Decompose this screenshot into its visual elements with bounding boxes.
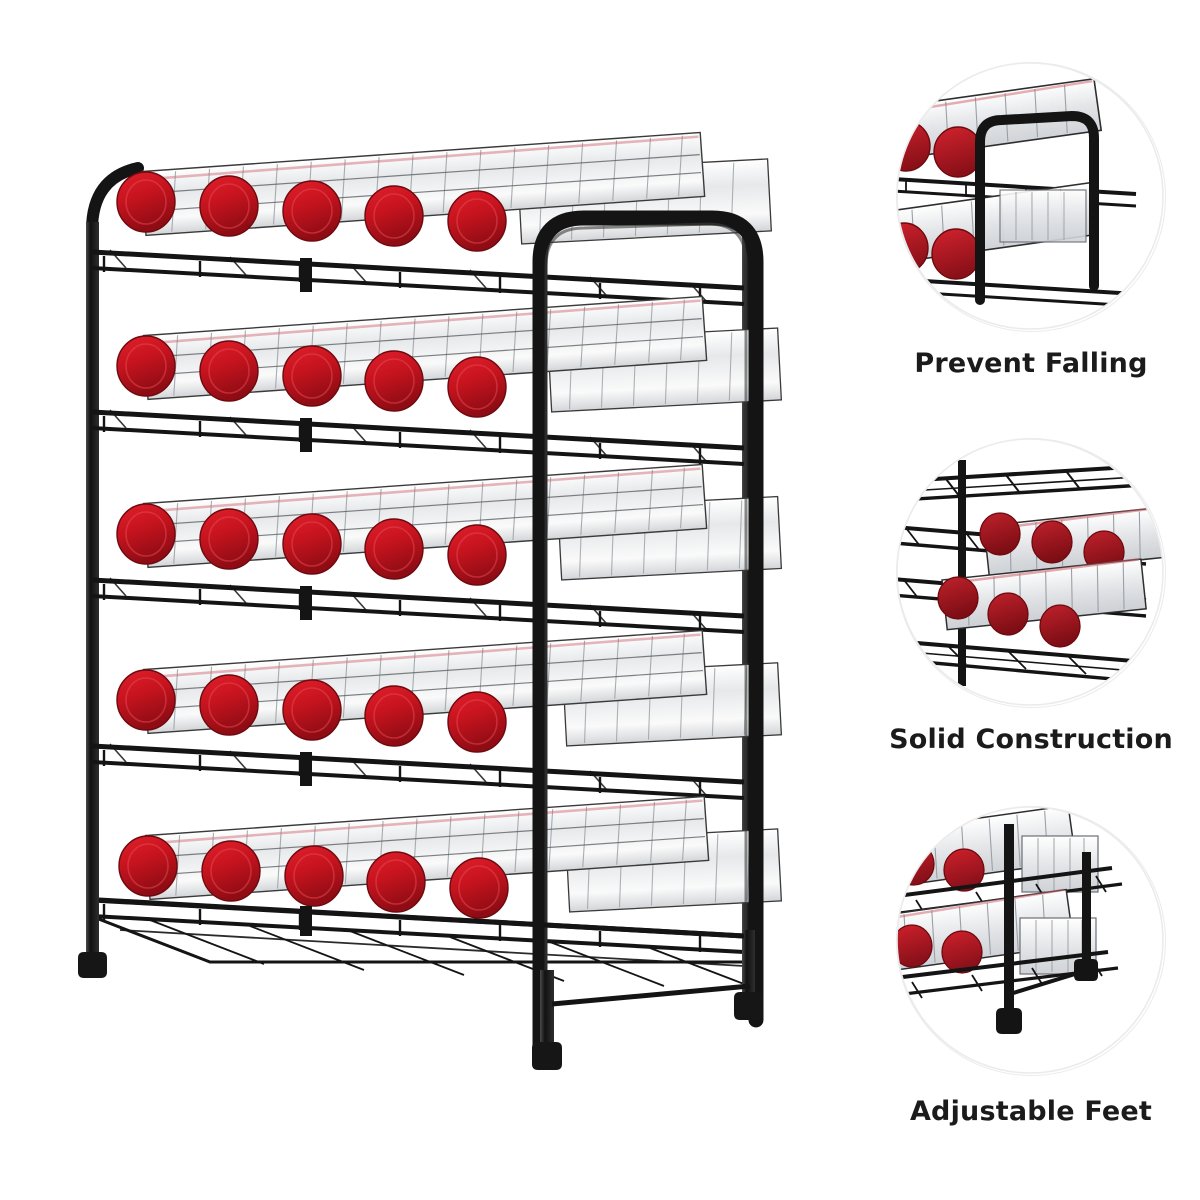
feature-callout-list: Prevent Falling: [862, 0, 1200, 1200]
feature-inset-circle: [896, 806, 1166, 1076]
adjustable-feet-icon: [896, 806, 1166, 1076]
main-product-image: [78, 131, 783, 1070]
feature-inset-circle: [896, 438, 1166, 708]
feature-label-solid-construction: Solid Construction: [889, 724, 1173, 755]
feature-callout-adjustable-feet: Adjustable Feet: [862, 806, 1200, 1127]
feature-label-adjustable-feet: Adjustable Feet: [909, 1096, 1153, 1127]
feature-callout-prevent-falling: Prevent Falling: [862, 62, 1200, 379]
prevent-falling-icon: [896, 62, 1166, 332]
feature-callout-solid-construction: Solid Construction: [862, 438, 1200, 755]
solid-construction-icon: [896, 438, 1166, 708]
feature-label-prevent-falling: Prevent Falling: [914, 348, 1148, 379]
feature-inset-circle: [896, 62, 1166, 332]
